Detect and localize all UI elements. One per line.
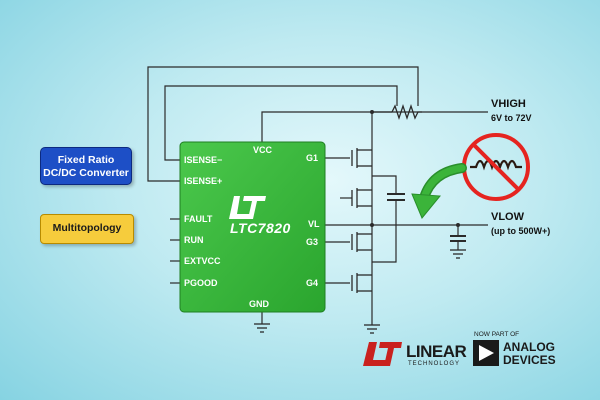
pin-g3-label: G3 bbox=[306, 237, 319, 247]
mosfet-icon bbox=[351, 232, 372, 252]
resistor-icon bbox=[391, 103, 422, 121]
fixed-ratio-badge: Fixed Ratio DC/DC Converter bbox=[40, 147, 132, 185]
ground-icon bbox=[450, 249, 466, 259]
now-part-of-text: NOW PART OF bbox=[474, 331, 520, 338]
pin-run-label: RUN bbox=[184, 235, 204, 245]
linear-logo-subtext: TECHNOLOGY bbox=[408, 361, 461, 367]
pin-isense-minus-label: ISENSE− bbox=[184, 155, 223, 165]
vhigh-dot bbox=[370, 110, 374, 114]
green-curved-arrow-icon bbox=[411, 163, 467, 219]
pin-g4-label: G4 bbox=[306, 278, 319, 288]
ltc7820-chip bbox=[179, 141, 326, 313]
pin-fault-label: FAULT bbox=[184, 214, 213, 224]
fixed-ratio-line2: DC/DC Converter bbox=[43, 167, 129, 179]
pin-vcc-label: VCC bbox=[253, 145, 273, 155]
linear-logo-text: LINEAR bbox=[406, 342, 467, 361]
analog-logo-text-line2: DEVICES bbox=[503, 353, 556, 367]
multitopology-badge: Multitopology bbox=[40, 214, 134, 244]
pin-g1-label: G1 bbox=[306, 153, 319, 163]
lt-chip-logo-icon bbox=[229, 196, 266, 219]
analog-devices-logo-icon bbox=[473, 340, 499, 366]
mosfet-icon bbox=[351, 273, 372, 293]
output-node-dot bbox=[456, 223, 460, 227]
flying-cap-wire-bottom bbox=[372, 200, 397, 263]
chip-part-number: LTC7820 bbox=[230, 220, 291, 236]
linear-technology-logo-icon bbox=[363, 342, 402, 366]
isense-plus-wire bbox=[147, 66, 419, 182]
vhigh-range: 6V to 72V bbox=[491, 113, 532, 123]
mosfet-icon bbox=[351, 188, 372, 208]
isense-minus-wire bbox=[164, 85, 398, 161]
pin-isense-plus-label: ISENSE+ bbox=[184, 176, 223, 186]
vlow-label: VLOW bbox=[491, 211, 524, 223]
pin-gnd-label: GND bbox=[249, 299, 269, 309]
mosfet-icon bbox=[351, 148, 372, 168]
ground-icon bbox=[254, 323, 270, 333]
pin-extvcc-label: EXTVCC bbox=[184, 256, 221, 266]
pin-pgood-label: PGOOD bbox=[184, 278, 218, 288]
ground-icon bbox=[364, 324, 380, 334]
vcc-wire bbox=[261, 111, 392, 142]
vhigh-label: VHIGH bbox=[491, 98, 526, 110]
vl-dot bbox=[370, 223, 374, 227]
pin-vl-label: VL bbox=[308, 219, 320, 229]
vlow-range: (up to 500W+) bbox=[491, 226, 551, 236]
analog-logo-text-line1: ANALOG bbox=[503, 340, 555, 354]
fixed-ratio-line1: Fixed Ratio bbox=[57, 154, 115, 166]
no-inductor-icon bbox=[462, 133, 530, 201]
flying-cap-wire-top bbox=[372, 175, 397, 194]
